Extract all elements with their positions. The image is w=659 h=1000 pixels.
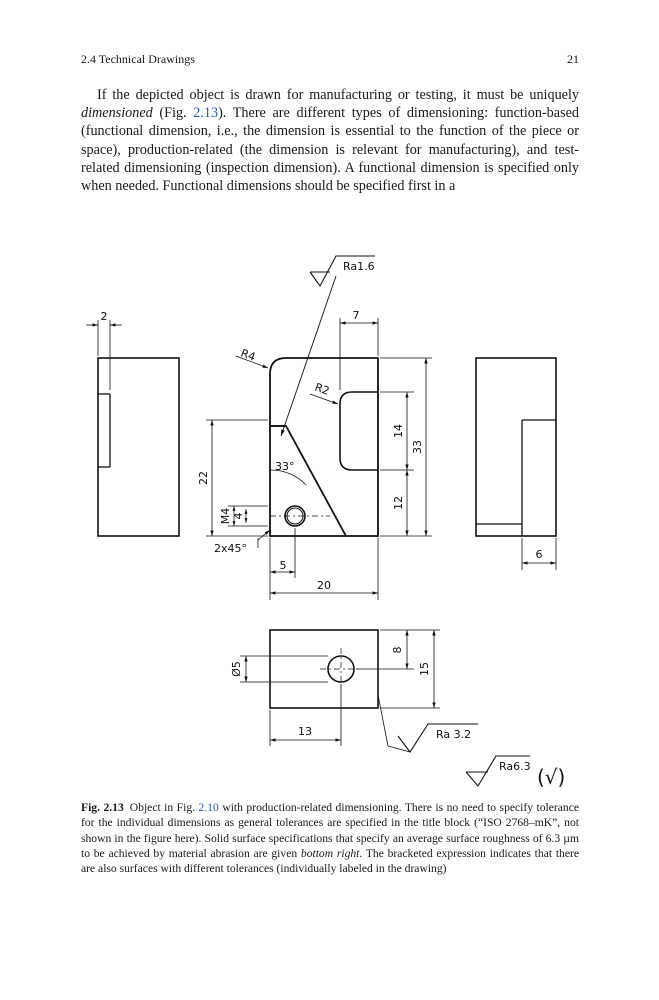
dim-22: 22 (197, 471, 210, 485)
dim-15: 15 (418, 662, 431, 676)
caption-emphasis: bottom right (300, 846, 360, 860)
dim-12: 12 (392, 496, 405, 510)
dim-13: 13 (298, 725, 312, 738)
figure-caption: Fig. 2.13 Object in Fig. 2.10 with produc… (81, 800, 579, 876)
front-view: 33° R4 R2 Ra1.6 7 14 12 33 22 (197, 255, 432, 600)
dim-8: 8 (391, 647, 404, 654)
caption-text-2: with production-related dimensioning. Th… (81, 801, 580, 860)
section-title: 2.4 Technical Drawings (81, 52, 195, 66)
left-side-view: 2 (86, 310, 180, 537)
body-text-3: ). There are different types of dimensio… (81, 105, 579, 195)
technical-drawing: 2 33° R4 R2 Ra1.6 7 14 (86, 255, 565, 789)
figure-label: Fig. 2.13 (81, 801, 124, 814)
dim-7: 7 (353, 309, 360, 322)
diameter-5: Ø5 (230, 661, 243, 677)
thread-m4: M4 (219, 508, 232, 525)
caption-text-1: Object in Fig. (129, 801, 199, 814)
body-text-1: If the depicted object is drawn for manu… (97, 87, 579, 103)
right-side-view: 6 (475, 357, 557, 570)
bracketed-symbol: (√) (537, 765, 565, 789)
body-text-2: (Fig. (152, 105, 194, 122)
figure-link[interactable]: 2.13 (193, 105, 219, 122)
dim-5: 5 (280, 559, 287, 572)
caption-text-3: . The bracketed expression indicates tha… (81, 846, 579, 876)
dim-4: 4 (232, 513, 245, 520)
body-emphasis: dimensioned (81, 105, 153, 122)
caption-figure-link[interactable]: 2.10 (198, 801, 219, 814)
dim-20: 20 (317, 579, 331, 592)
general-roughness-spec: Ra6.3 (√) (465, 755, 565, 789)
dim-14: 14 (392, 424, 405, 438)
page-number: 21 (567, 52, 579, 66)
dim-2: 2 (101, 310, 108, 323)
radius-r4: R4 (239, 347, 257, 364)
roughness-ra1-6: Ra1.6 (343, 260, 375, 273)
dim-33: 33 (411, 440, 424, 454)
roughness-ra6-3: Ra6.3 (499, 760, 531, 773)
chamfer-2x45: 2x45° (214, 542, 247, 555)
running-header: 2.4 Technical Drawings 21 (81, 52, 579, 68)
top-view: Ø5 8 15 13 Ra 3.2 (230, 629, 478, 753)
angle-33: 33° (275, 460, 295, 473)
radius-r2: R2 (313, 381, 331, 398)
body-paragraph: If the depicted object is drawn for manu… (81, 86, 579, 195)
roughness-ra3-2: Ra 3.2 (436, 728, 471, 741)
dim-6: 6 (536, 548, 543, 561)
